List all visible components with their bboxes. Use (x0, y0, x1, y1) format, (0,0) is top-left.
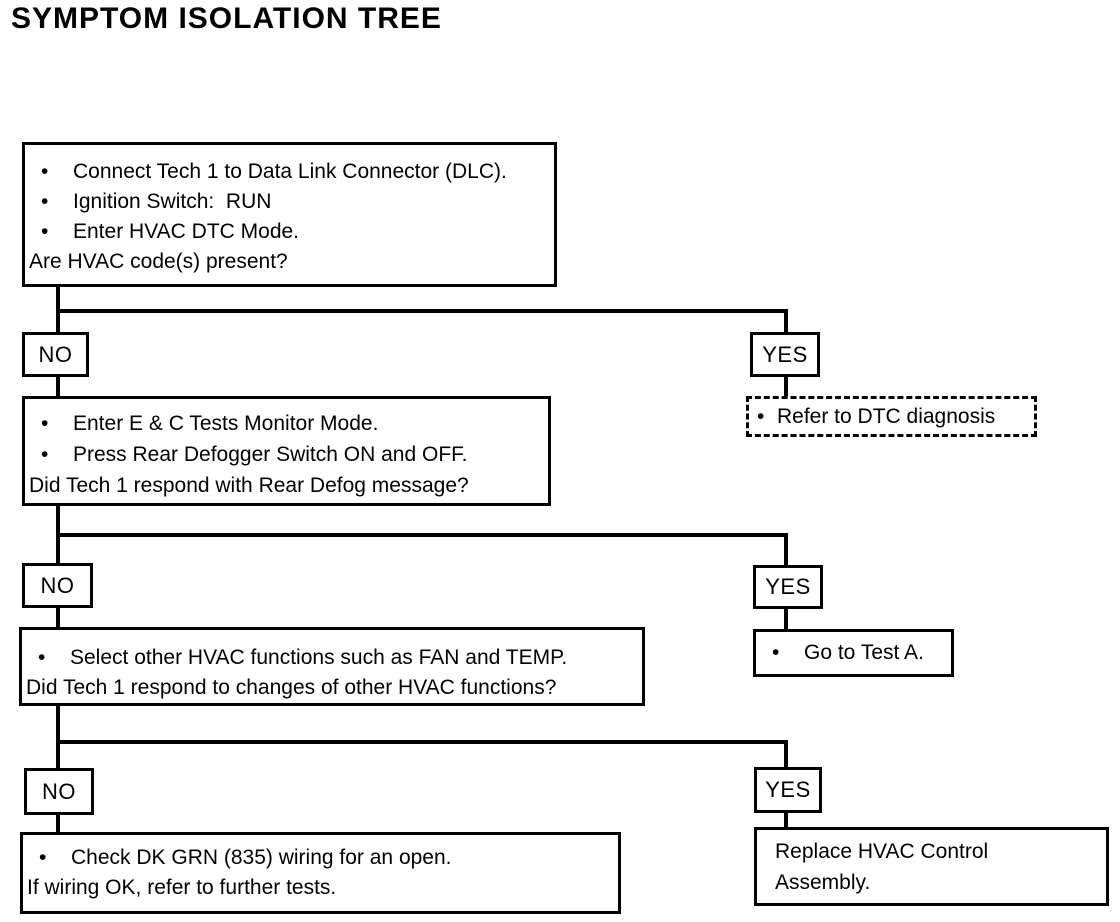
step-box-1: • Connect Tech 1 to Data Link Connector … (22, 142, 557, 287)
yes-box-1: YES (750, 332, 820, 377)
step2-instruction: Enter E & C Tests Monitor Mode. (73, 412, 379, 435)
connector-line (784, 740, 788, 768)
step2-bullet-line-2: • Press Rear Defogger Switch ON and OFF. (25, 439, 548, 470)
bullet-icon: • (41, 160, 49, 183)
step1-bullet-line-2: • Ignition Switch: RUN (25, 187, 554, 217)
connector-line (56, 740, 788, 744)
connector-line (56, 533, 788, 537)
connector-line (56, 309, 788, 313)
yes-label: YES (765, 574, 811, 599)
go-test-a-line: • Go to Test A. (756, 632, 951, 674)
no-box-2: NO (22, 563, 93, 608)
step2-instruction: Press Rear Defogger Switch ON and OFF. (73, 443, 468, 466)
step1-question-line: Are HVAC code(s) present? (25, 247, 554, 277)
connector-line (784, 609, 788, 630)
refer-dtc-text: Refer to DTC diagnosis (777, 404, 996, 428)
step-box-4: • Check DK GRN (835) wiring for an open.… (20, 832, 621, 914)
connector-line (56, 706, 60, 769)
replace-line-2: Assembly. (775, 867, 1106, 898)
go-test-a-box: • Go to Test A. (753, 629, 954, 677)
bullet-icon: • (39, 846, 47, 869)
step2-bullet-line-1: • Enter E & C Tests Monitor Mode. (25, 408, 548, 439)
no-label: NO (38, 341, 73, 367)
bullet-icon: • (772, 641, 780, 664)
replace-text-line2: Assembly. (775, 871, 871, 894)
bullet-icon: • (41, 443, 49, 466)
connector-line (56, 608, 60, 628)
yes-label: YES (765, 777, 811, 802)
replace-text-line1: Replace HVAC Control (775, 840, 989, 863)
step1-question: Are HVAC code(s) present? (29, 250, 288, 273)
refer-dtc-box: • Refer to DTC diagnosis (746, 396, 1037, 437)
step4-instruction: Check DK GRN (835) wiring for an open. (71, 846, 452, 869)
connector-line (56, 377, 60, 397)
no-box-3: NO (24, 768, 94, 815)
no-label: NO (40, 572, 75, 598)
connector-line (784, 309, 788, 333)
step1-instruction: Ignition Switch: RUN (73, 190, 272, 213)
bullet-icon: • (41, 190, 49, 213)
step1-instruction: Connect Tech 1 to Data Link Connector (D… (73, 160, 507, 183)
connector-line (784, 377, 788, 397)
connector-line (56, 815, 60, 833)
replace-line-1: Replace HVAC Control (775, 836, 1106, 867)
step4-question-line: If wiring OK, refer to further tests. (23, 873, 618, 903)
step3-instruction: Select other HVAC functions such as FAN … (70, 646, 568, 669)
step-box-3: • Select other HVAC functions such as FA… (19, 627, 645, 706)
step4-question: If wiring OK, refer to further tests. (27, 876, 337, 899)
step1-instruction: Enter HVAC DTC Mode. (73, 220, 300, 243)
bullet-icon: • (38, 646, 46, 669)
connector-line (784, 813, 788, 828)
step3-question-line: Did Tech 1 respond to changes of other H… (22, 673, 642, 703)
refer-dtc-line: • Refer to DTC diagnosis (749, 399, 1034, 434)
no-box-1: NO (22, 332, 89, 377)
bullet-icon: • (757, 404, 765, 428)
bullet-icon: • (41, 412, 49, 435)
step-box-2: • Enter E & C Tests Monitor Mode. • Pres… (22, 396, 551, 506)
bullet-icon: • (41, 220, 49, 243)
step4-bullet-line-1: • Check DK GRN (835) wiring for an open. (23, 843, 618, 873)
replace-hvac-box: Replace HVAC Control Assembly. (754, 827, 1109, 906)
step2-question: Did Tech 1 respond with Rear Defog messa… (29, 474, 469, 497)
step1-bullet-line-1: • Connect Tech 1 to Data Link Connector … (25, 157, 554, 187)
go-test-a-text: Go to Test A. (804, 641, 924, 664)
step3-question: Did Tech 1 respond to changes of other H… (26, 676, 557, 699)
no-label: NO (42, 778, 76, 804)
yes-box-3: YES (754, 767, 822, 813)
page-title: SYMPTOM ISOLATION TREE (11, 2, 442, 35)
step3-bullet-line-1: • Select other HVAC functions such as FA… (22, 643, 642, 673)
connector-line (784, 533, 788, 566)
yes-box-2: YES (753, 565, 823, 609)
step1-bullet-line-3: • Enter HVAC DTC Mode. (25, 217, 554, 247)
yes-label: YES (762, 341, 808, 367)
step2-question-line: Did Tech 1 respond with Rear Defog messa… (25, 470, 548, 501)
